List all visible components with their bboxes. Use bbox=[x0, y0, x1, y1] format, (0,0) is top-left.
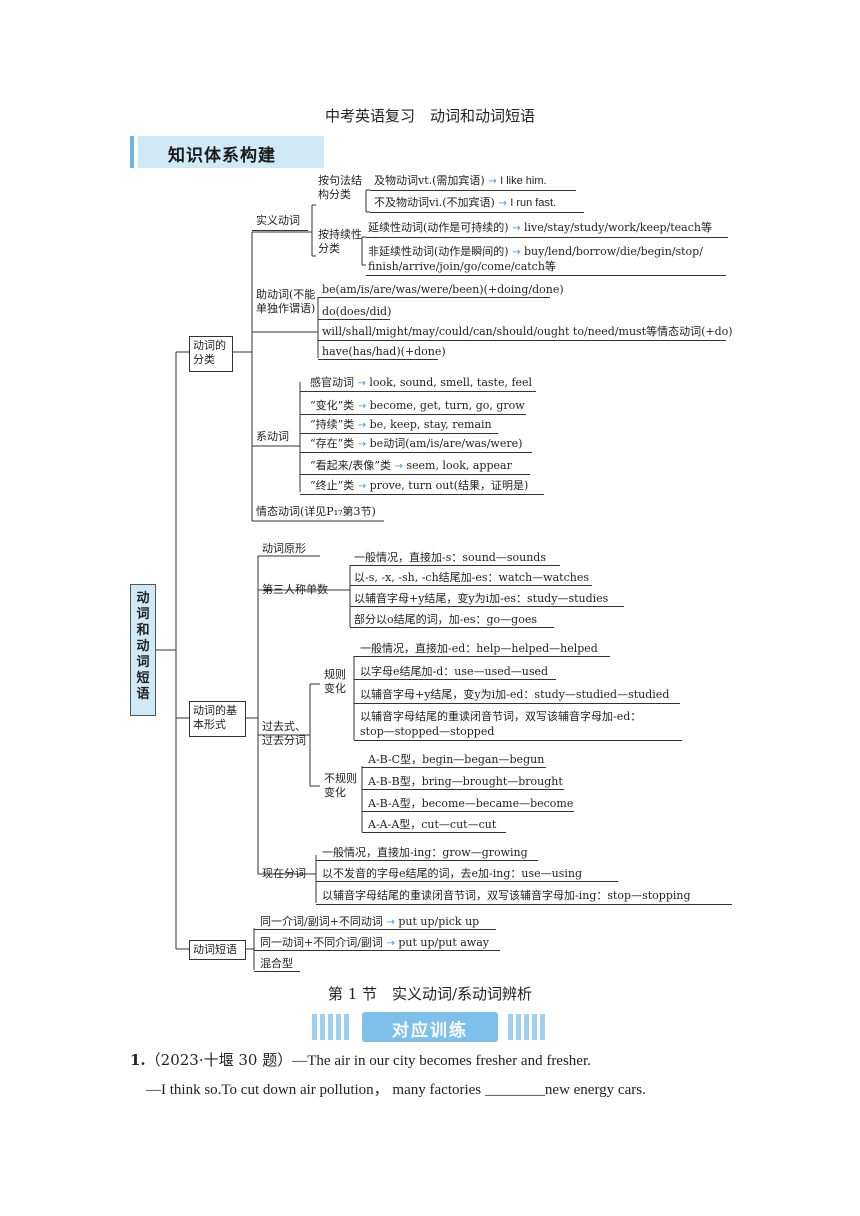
section-title: 第 1 节 实义动词/系动词辨析 bbox=[327, 985, 533, 1003]
root-node: 动词和动词短语 bbox=[130, 584, 156, 716]
phrase-type-2: 同一动词+不同介词/副词 → put up/put away bbox=[260, 936, 489, 949]
regular-item-cont: stop—stopped—stopped bbox=[360, 725, 495, 738]
aux-item-modal: will/shall/might/may/could/can/should/ou… bbox=[322, 325, 733, 338]
category-phrases: 动词短语 bbox=[189, 940, 246, 960]
regular-item: 以辅音字母结尾的重读闭音节词，双写该辅音字母加-ed： bbox=[360, 710, 642, 723]
aux-item-do: do(does/did) bbox=[322, 305, 392, 318]
page-title: 中考英语复习 动词和动词短语 bbox=[324, 107, 535, 125]
question-1-line-1: 1.（2023·十堰 30 题）—The air in our city bec… bbox=[130, 1051, 591, 1069]
by-syntax-label: 按句法结构分类 bbox=[318, 174, 362, 201]
durative-text: 延续性动词(动作是可持续的) → live/stay/study/work/ke… bbox=[368, 221, 712, 234]
irregular-item: A-A-A型，cut—cut—cut bbox=[368, 818, 497, 831]
present-participle-label: 现在分词 bbox=[262, 867, 306, 880]
present-item: 以辅音字母结尾的重读闭音节词，双写该辅音字母加-ing：stop—stoppin… bbox=[322, 889, 691, 902]
irregular-item: A-B-C型，begin—began—begun bbox=[368, 753, 545, 766]
mindmap-lines bbox=[156, 189, 384, 970]
third-item: 部分以o结尾的词，加-es：go—goes bbox=[354, 613, 537, 626]
regular-item: 以字母e结尾加-d：use—used—used bbox=[360, 665, 549, 678]
irregular-label: 不规则变化 bbox=[324, 772, 357, 799]
phrase-type-3: 混合型 bbox=[260, 957, 293, 970]
aux-item-be: be(am/is/are/was/were/been)(+doing/done) bbox=[322, 283, 564, 296]
regular-item: 以辅音字母+y结尾，变y为i加-ed：study—studied—studied bbox=[360, 688, 670, 701]
present-item: 以不发音的字母e结尾的词，去e加-ing：use—using bbox=[322, 867, 582, 880]
link-seem: “看起来/表像”类 → seem, look, appear bbox=[310, 459, 512, 472]
link-exist: “存在”类 → be动词(am/is/are/was/were) bbox=[310, 437, 523, 450]
link-verb-label: 系动词 bbox=[256, 430, 289, 443]
section-banner: 知识体系构建 bbox=[130, 136, 324, 168]
training-banner: 对应训练 bbox=[312, 1012, 548, 1042]
regular-item: 一般情况，直接加-ed：help—helped—helped bbox=[360, 642, 598, 655]
aux-label: 助动词(不能单独作谓语) bbox=[256, 288, 316, 315]
training-label: 对应训练 bbox=[392, 1021, 468, 1041]
present-item: 一般情况，直接加-ing：grow—growing bbox=[322, 846, 528, 859]
vi-text: 不及物动词vi.(不加宾语) → I run fast. bbox=[374, 196, 557, 209]
by-duration-label: 按持续性分类 bbox=[318, 228, 362, 255]
link-last: “持续”类 → be, keep, stay, remain bbox=[310, 418, 492, 431]
category-classify: 动词的分类 bbox=[189, 336, 233, 372]
nondurative-text: 非延续性动词(动作是瞬间的) → buy/lend/borrow/die/beg… bbox=[368, 245, 703, 258]
question-1-line-2: —I think so.To cut down air pollution， m… bbox=[146, 1082, 646, 1098]
category-forms: 动词的基本形式 bbox=[189, 701, 246, 737]
modal-verb-label: 情态动词(详见P₁₇第3节) bbox=[256, 505, 376, 518]
third-item: 以辅音字母+y结尾，变y为i加-es：study—studies bbox=[354, 592, 609, 605]
irregular-item: A-B-A型，become—became—become bbox=[368, 797, 574, 810]
third-item: 以-s, -x, -sh, -ch结尾加-es：watch—watches bbox=[354, 571, 589, 584]
base-form-label: 动词原形 bbox=[262, 542, 306, 555]
third-person-label: 第三人称单数 bbox=[262, 583, 328, 596]
link-sense: 感官动词 → look, sound, smell, taste, feel bbox=[310, 376, 533, 389]
third-item: 一般情况，直接加-s：sound—sounds bbox=[354, 551, 546, 564]
real-verb-label: 实义动词 bbox=[256, 214, 300, 227]
link-change: “变化”类 → become, get, turn, go, grow bbox=[310, 399, 525, 412]
aux-item-have: have(has/had)(+done) bbox=[322, 345, 446, 358]
banner-label: 知识体系构建 bbox=[168, 146, 276, 166]
regular-label: 规则变化 bbox=[324, 668, 346, 695]
past-forms-label: 过去式、过去分词 bbox=[262, 720, 306, 747]
answer-blank[interactable]: ________ bbox=[484, 1082, 545, 1098]
irregular-item: A-B-B型，bring—brought—brought bbox=[368, 775, 563, 788]
phrase-type-1: 同一介词/副词+不同动词 → put up/pick up bbox=[260, 915, 480, 928]
vt-text: 及物动词vt.(需加宾语) → I like him. bbox=[374, 174, 547, 187]
link-end: “终止”类 → prove, turn out(结果，证明是) bbox=[310, 479, 529, 492]
nondurative-text-cont: finish/arrive/join/go/come/catch等 bbox=[368, 260, 556, 273]
